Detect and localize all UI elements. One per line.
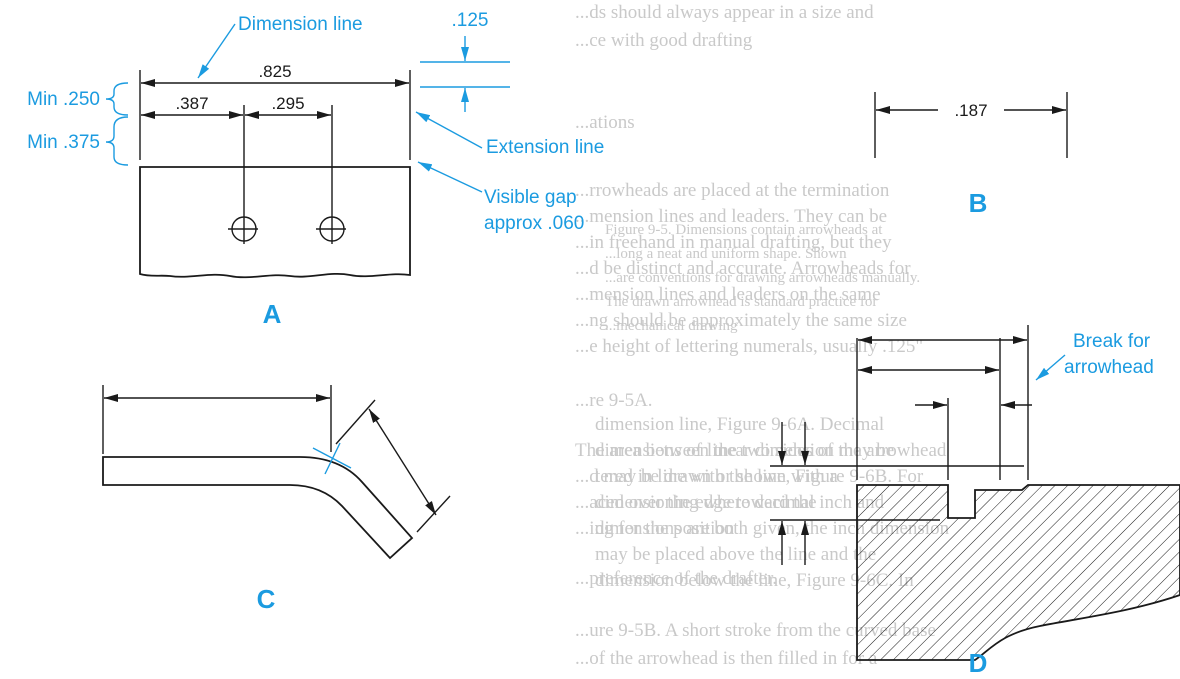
dim-hole-spacing-text: .295 [271, 94, 304, 113]
callout-extension-line: Extension line [486, 137, 604, 158]
bracket-min-250 [105, 82, 129, 116]
hatched-section [856, 484, 1180, 661]
leader-visible-gap [417, 161, 483, 193]
view-d-label: D [969, 648, 988, 678]
dimension-line-c-slant [368, 408, 437, 516]
intersection-mark-2 [324, 442, 341, 475]
leader-dimension-line [197, 23, 236, 79]
dim-b-text: .187 [954, 101, 987, 120]
bent-part-outline [102, 456, 414, 560]
view-b: .187 B [874, 92, 1068, 218]
view-a-label: A [263, 299, 282, 329]
extension-line-c-slant-2 [416, 495, 451, 533]
dim-overall-text: .825 [258, 62, 291, 81]
bracket-min-375 [105, 116, 129, 166]
callout-visible-gap-1: Visible gap [484, 187, 577, 208]
view-a: .825 .387 .295 Dimension line .125 Exten… [27, 10, 604, 329]
view-b-label: B [969, 188, 988, 218]
dim-hole-1-text: .387 [175, 94, 208, 113]
callout-break-2: arrowhead [1064, 357, 1154, 378]
callout-visible-gap-2: approx .060 [484, 213, 584, 234]
extension-line-c-slant-1 [335, 399, 376, 445]
callout-dimension-line: Dimension line [238, 14, 363, 35]
callout-break-1: Break for [1073, 331, 1151, 352]
part-outline-a [139, 166, 411, 279]
callout-min-375: Min .375 [27, 132, 100, 153]
view-c-label: C [257, 584, 276, 614]
view-d: Break for arrowhead D [770, 325, 1180, 678]
callout-arrow-size: .125 [452, 10, 489, 31]
leader-extension-line [415, 111, 483, 149]
view-c: C [102, 385, 451, 614]
callout-min-250: Min .250 [27, 89, 100, 110]
leader-break-for-arrowhead [1035, 354, 1066, 381]
